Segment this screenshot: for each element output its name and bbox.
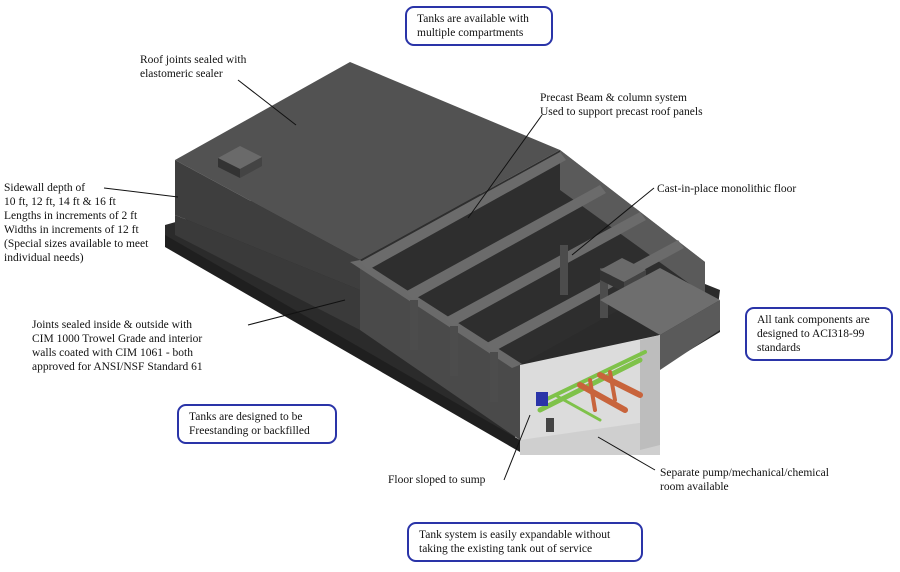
roof-joints-label: Roof joints sealed with elastomeric seal… (140, 54, 247, 80)
front-wall-top (350, 260, 522, 368)
pump-room-roof (600, 268, 720, 335)
left-end-wall (175, 215, 360, 330)
sidewall-label: Sidewall depth of 10 ft, 12 ft, 14 ft & … (4, 182, 149, 264)
roof-hatch (218, 146, 262, 178)
base-slab-front (165, 235, 520, 452)
tank-roof (175, 62, 560, 260)
leader-lines (103, 79, 656, 481)
columns (410, 245, 608, 402)
freestanding-callout: Tanks are designed to be Freestanding or… (177, 404, 337, 444)
pump-pipes (537, 350, 647, 422)
pump-room-side (640, 335, 660, 450)
compartments-callout: Tanks are available with multiple compar… (405, 6, 553, 46)
joints-label: Joints sealed inside & outside with CIM … (32, 319, 203, 373)
floor-label: Cast-in-place monolithic floor (657, 183, 797, 195)
sump-base (546, 418, 554, 432)
tank-left-wall (175, 160, 360, 290)
pump-room-floor (520, 420, 660, 455)
aci-callout: All tank components are designed to ACI3… (745, 307, 893, 361)
precast-beam-label: Precast Beam & column system Used to sup… (540, 92, 703, 118)
pump-room-wall (660, 300, 720, 370)
front-long-wall (360, 260, 520, 440)
expandable-callout: Tank system is easily expandable without… (407, 522, 643, 562)
sump-pump (536, 392, 548, 406)
pump-room-label: Separate pump/mechanical/chemical room a… (660, 467, 829, 493)
sump-label: Floor sloped to sump (388, 474, 486, 486)
